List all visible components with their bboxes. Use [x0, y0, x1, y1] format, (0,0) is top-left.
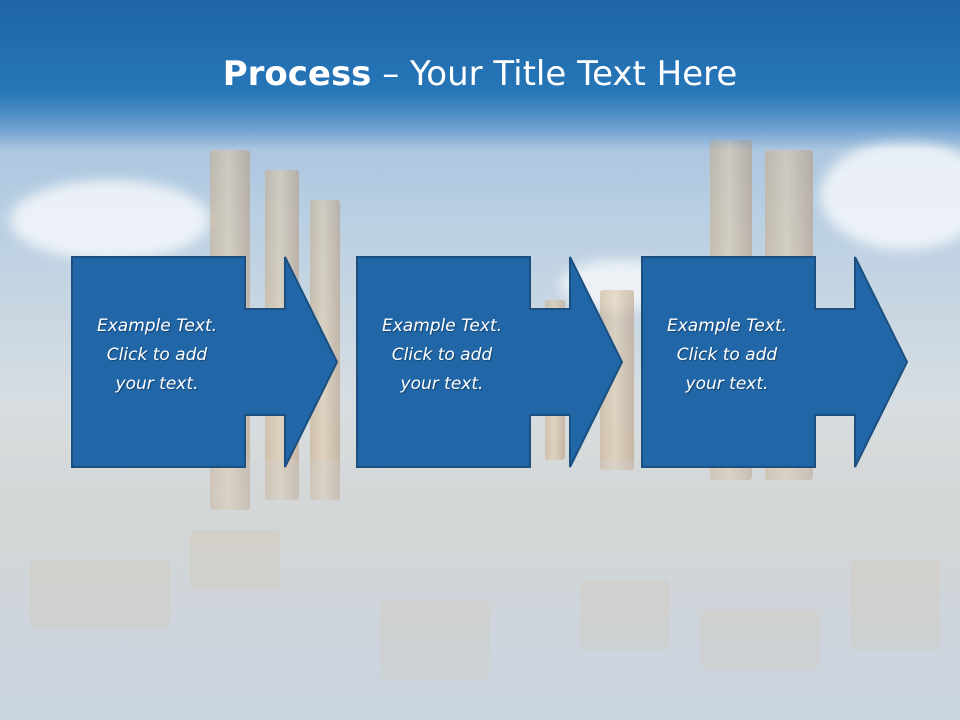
step-text-line: Example Text. — [666, 316, 788, 336]
cloud — [820, 140, 960, 250]
step-text-line: your text. — [115, 374, 199, 394]
title-bold: Process — [222, 54, 372, 94]
step-text-line: Example Text. — [381, 316, 503, 336]
step-text[interactable]: Example Text. Click to add your text. — [356, 312, 528, 399]
slide-title[interactable]: Process – Your Title Text Here — [0, 52, 960, 96]
step-text[interactable]: Example Text. Click to add your text. — [641, 312, 813, 399]
title-rest: – Your Title Text Here — [371, 54, 738, 94]
step-text-line: Click to add — [391, 345, 493, 365]
arrow-shape — [641, 256, 909, 468]
cloud — [10, 180, 210, 260]
step-text-line: Click to add — [106, 345, 208, 365]
haze-overlay — [0, 460, 960, 720]
arrow-shape — [356, 256, 624, 468]
step-text-line: Example Text. — [96, 316, 218, 336]
step-text-line: your text. — [685, 374, 769, 394]
step-text-line: Click to add — [676, 345, 778, 365]
step-text[interactable]: Example Text. Click to add your text. — [71, 312, 243, 399]
arrow-shape — [71, 256, 339, 468]
title-band — [0, 0, 960, 150]
process-step-2[interactable]: Example Text. Click to add your text. — [356, 256, 626, 468]
step-text-line: your text. — [400, 374, 484, 394]
process-step-3[interactable]: Example Text. Click to add your text. — [641, 256, 911, 468]
process-step-1[interactable]: Example Text. Click to add your text. — [71, 256, 341, 468]
